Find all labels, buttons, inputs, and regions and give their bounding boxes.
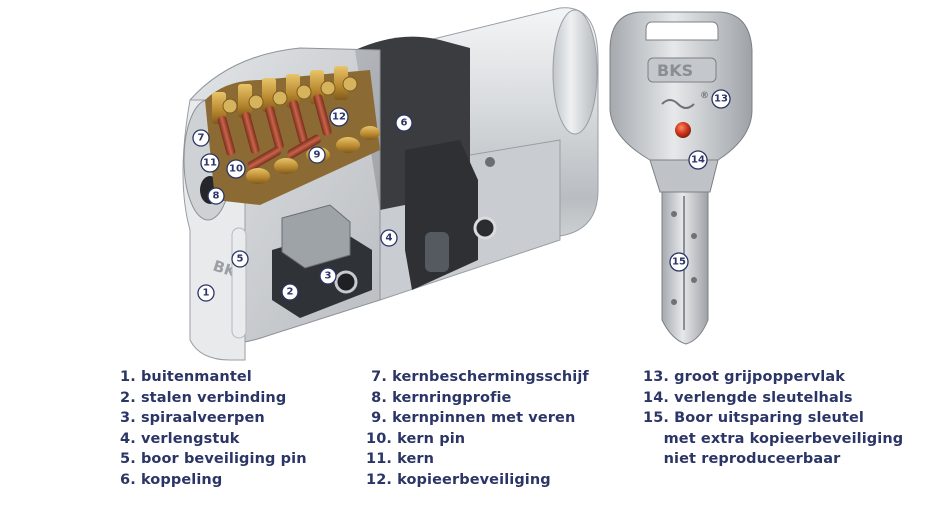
legend-item-2: 2. stalen verbinding xyxy=(120,389,287,406)
lock-cylinder-illustration: BKS xyxy=(182,7,753,361)
legend-item-13: 13. groot grijpoppervlak xyxy=(643,369,845,385)
legend-item-9: 9. kernpinnen met veren xyxy=(366,410,576,427)
key-head xyxy=(609,11,753,161)
svg-text:14: 14 xyxy=(691,155,705,166)
legend-column-2: 7. kernbeschermingsschijf 8. kernringpro… xyxy=(366,367,589,491)
key-head-hole xyxy=(645,21,719,41)
svg-text:5: 5 xyxy=(237,254,244,265)
callout-8: 8 xyxy=(207,187,225,205)
svg-text:9: 9 xyxy=(314,150,321,161)
svg-text:8: 8 xyxy=(213,191,220,202)
legend-column-1: 1. buitenmantel 2. stalen verbinding 3. … xyxy=(120,367,307,491)
core-pins xyxy=(217,94,332,171)
svg-text:15: 15 xyxy=(672,257,686,268)
legend-item-15-line-3: niet reproduceerbaar xyxy=(643,451,841,468)
legend-item-3: 3. spiraalveerpen xyxy=(120,410,265,427)
svg-text:10: 10 xyxy=(229,164,243,175)
cylinder-rear-face xyxy=(552,9,598,135)
legend-item-15-line-2: met extra kopieerbeveiliging xyxy=(643,430,904,447)
callout-15: 15 xyxy=(669,252,689,272)
svg-text:3: 3 xyxy=(325,271,332,282)
fixing-screw-hole xyxy=(473,216,497,240)
legend-item-6: 6. koppeling xyxy=(120,471,223,488)
key-red-indicator xyxy=(675,122,691,138)
legend-item-15: 15. Boor uitsparing sleutel xyxy=(643,410,864,427)
svg-text:1: 1 xyxy=(203,288,210,299)
legend-item-8: 8. kernringprofie xyxy=(366,389,512,406)
legend-column-3: 13. groot grijpoppervlak 14. verlengde s… xyxy=(643,367,903,470)
key-logo-plate xyxy=(647,57,717,83)
bks-key: BKS ® xyxy=(609,11,753,345)
cam-block xyxy=(405,140,478,290)
lock-cylinder: BKS xyxy=(182,7,599,361)
legend-item-12: 12. kopieerbeveiliging xyxy=(366,471,551,488)
svg-text:6: 6 xyxy=(401,118,408,129)
legend-item-11: 11. kern xyxy=(366,451,435,468)
svg-text:13: 13 xyxy=(714,94,728,105)
callout-3: 3 xyxy=(319,267,337,285)
svg-text:11: 11 xyxy=(203,158,217,169)
drill-protection-pin xyxy=(231,227,247,339)
spring-pin-hole xyxy=(334,270,358,294)
legend-item-5: 5. boor beveiliging pin xyxy=(120,451,307,468)
callout-5: 5 xyxy=(231,250,249,268)
legend-item-14: 14. verlengde sleutelhals xyxy=(643,389,853,406)
callout-12: 12 xyxy=(329,107,349,127)
svg-text:4: 4 xyxy=(386,233,393,244)
svg-text:2: 2 xyxy=(287,287,294,298)
callout-1: 1 xyxy=(197,284,215,302)
legend-item-10: 10. kern pin xyxy=(366,430,466,447)
key-brand-logo: BKS xyxy=(657,61,693,80)
cam-slot xyxy=(425,232,449,272)
legend-item-7: 7. kernbeschermingsschijf xyxy=(366,369,589,385)
callout-10: 10 xyxy=(226,159,246,179)
callout-2: 2 xyxy=(281,283,299,301)
registered-mark: ® xyxy=(700,91,709,101)
key-neck xyxy=(649,159,719,193)
callout-7: 7 xyxy=(192,129,210,147)
callout-13: 13 xyxy=(711,89,731,109)
legend-item-1: 1. buitenmantel xyxy=(120,369,252,385)
callout-4: 4 xyxy=(380,229,398,247)
spring-pin-stacks xyxy=(212,66,358,124)
callout-11: 11 xyxy=(200,153,220,173)
svg-text:12: 12 xyxy=(332,112,346,123)
steel-connection-top xyxy=(281,204,351,269)
callout-9: 9 xyxy=(308,146,326,164)
callout-6: 6 xyxy=(395,114,413,132)
legend-item-4: 4. verlengstuk xyxy=(120,430,240,447)
svg-text:7: 7 xyxy=(198,133,205,144)
callout-14: 14 xyxy=(688,150,708,170)
small-hole xyxy=(485,157,495,167)
key-grip-emblem xyxy=(661,99,695,109)
